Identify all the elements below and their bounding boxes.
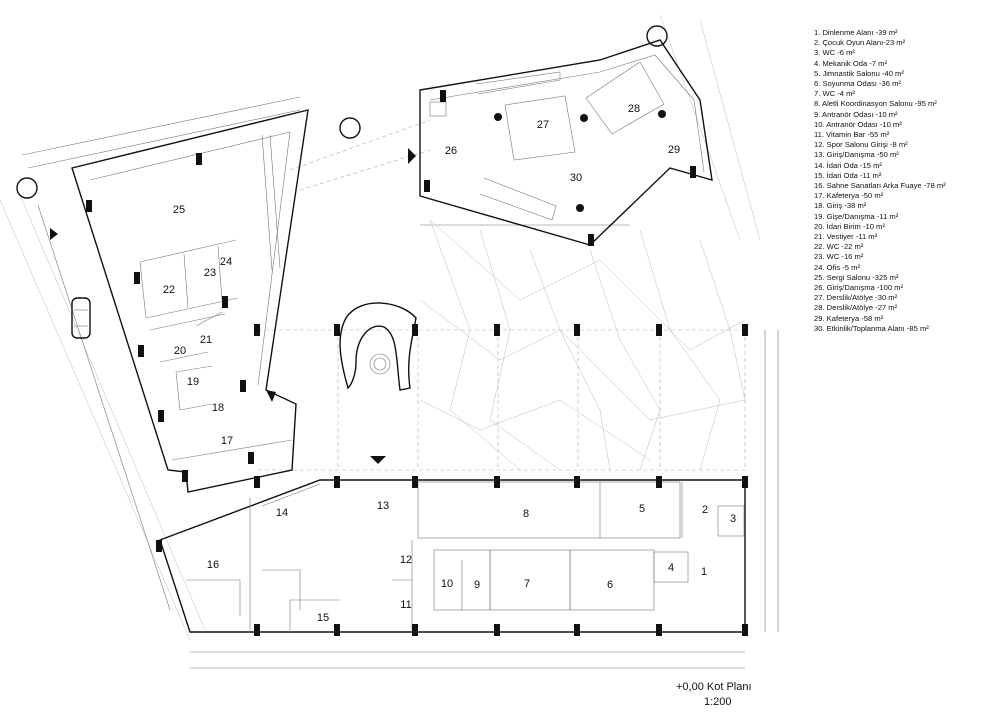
legend-item: 24. Ofis -5 m² [814,262,860,272]
room-number-label: 26 [445,145,457,157]
site-lines [0,14,761,641]
room-number-label: 3 [730,513,736,525]
room-number-label: 22 [163,284,175,296]
room-number-label: 29 [668,144,680,156]
dimension-lines [21,96,779,669]
legend-item: 4. Mekanik Oda -7 m² [814,58,888,68]
legend-item: 10. Antranör Odası -10 m² [814,119,902,129]
legend-item: 22. WC -22 m² [814,242,864,252]
room-number-label: 17 [221,435,233,447]
legend-item: 7. WC -4 m² [814,89,855,99]
legend-item: 12. Spor Salonu Girişi -8 m² [814,140,908,150]
legend-item: 17. Kafeterya -50 m² [814,191,884,201]
legend-item: 28. Derslik/Atölye -27 m² [814,303,898,313]
legend-item: 21. Vestiyer -11 m² [814,232,878,242]
legend-item: 3. WC -6 m² [814,48,855,58]
room-number-label: 20 [174,345,186,357]
room-number-label: 28 [628,103,640,115]
room-number-label: 24 [220,256,232,268]
courtyard-landscape [419,219,746,471]
legend-item: 20. İdari Birim -10 m² [814,221,885,231]
tree-icons [16,25,668,199]
room-number-label: 19 [187,376,199,388]
legend-item: 9. Antranör Odası -10 m² [814,109,898,119]
north-east-building [408,39,713,246]
room-number-label: 23 [204,267,216,279]
west-building [71,109,309,493]
room-number-label: 1 [701,566,707,578]
legend-item: 19. Gişe/Danışma -11 m² [814,211,899,221]
legend-item: 30. Etkinlik/Toplanma Alanı -85 m² [814,323,929,333]
room-number-label: 30 [570,172,582,184]
legend-item: 16. Sahne Sanatları Arka Fuaye -78 m² [814,181,946,191]
legend-item: 1. Dinlenme Alanı -39 m² [814,28,898,37]
room-number-label: 2 [702,504,708,516]
room-number-label: 15 [317,612,329,624]
room-number-label: 9 [474,579,480,591]
legend-item: 13. Giriş/Danışma -50 m² [814,150,899,160]
legend-item: 27. Derslik/Atölye -30 m² [814,293,898,303]
room-labels: 1234567891011121314151617181920212223242… [163,103,736,624]
room-number-label: 21 [200,334,212,346]
room-number-label: 27 [537,119,549,131]
legend-item: 8. Aletli Koordinasyon Salonu -95 m² [814,99,937,109]
room-number-label: 14 [276,507,288,519]
room-number-label: 18 [212,402,224,414]
room-number-label: 16 [207,559,219,571]
legend-item: 26. Giriş/Danışma -100 m² [814,283,904,293]
legend-item: 18. Giriş -38 m² [814,201,867,211]
room-number-label: 8 [523,508,529,520]
legend-item: 6. Soyunma Odası -36 m² [814,79,901,89]
plan-title: +0,00 Kot Planı [676,681,752,693]
room-number-label: 7 [524,578,530,590]
room-number-label: 13 [377,500,389,512]
room-number-label: 25 [173,204,185,216]
legend-item: 14. İdari Oda -15 m² [814,160,882,170]
legend-item: 29. Kafeterya -58 m² [814,313,884,323]
room-number-label: 10 [441,578,453,590]
plan-scale: 1:200 [704,696,732,708]
room-number-label: 12 [400,554,412,566]
entrance-arrow-icons [50,228,276,402]
legend-item: 2. Çocuk Oyun Alanı-23 m² [814,38,906,48]
south-building [156,324,748,636]
room-number-label: 6 [607,579,613,591]
legend-item: 11. Vitamin Bar -55 m² [814,130,890,140]
room-number-label: 4 [668,562,674,574]
room-number-label: 11 [400,599,411,611]
legend-item: 5. Jimnastik Salonu -40 m² [814,68,904,78]
car-icon [71,297,91,339]
room-number-label: 5 [639,503,645,515]
legend-item: 15. İdari Oda -11 m² [814,170,882,180]
amphitheatre [339,302,417,391]
legend-item: 25. Sergi Salonu -325 m² [814,272,899,282]
structural-grid [258,329,746,471]
legend-item: 23. WC -16 m² [814,252,864,262]
